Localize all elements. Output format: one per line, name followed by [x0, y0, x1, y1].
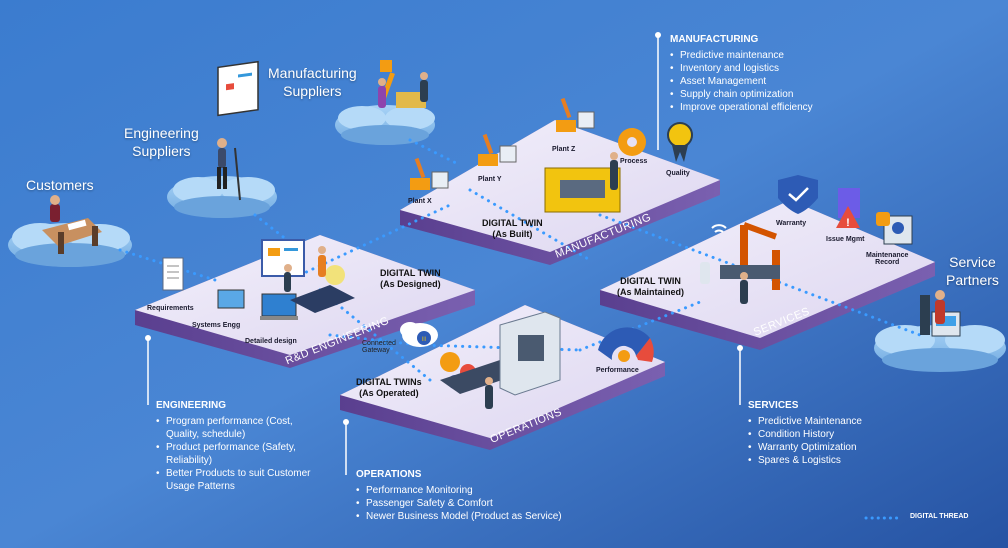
label-plant-z: Plant Z [552, 146, 576, 153]
manufacturing-objects [410, 97, 693, 213]
pointer-dot-manufacturing [655, 32, 661, 38]
label-process: Process [620, 158, 648, 165]
info-title-services: SERVICES [748, 400, 799, 411]
label-engineering-suppliers: Engineering Suppliers [124, 125, 199, 159]
service-robot-arm-icon [700, 222, 780, 304]
label-quality: Quality [666, 170, 690, 177]
systems-engg-screen-icon [217, 289, 245, 309]
info-block-operations: OPERATIONS Performance Monitoring Passen… [356, 468, 586, 523]
list-item: Predictive maintenance [670, 49, 850, 62]
services-objects: ! [700, 175, 913, 304]
list-item: Inventory and logistics [670, 62, 850, 75]
label-plant-x: Plant X [408, 198, 432, 205]
twin-as-maintained: DIGITAL TWIN(As Maintained) [617, 276, 685, 297]
list-item: Supply chain optimization [670, 88, 850, 101]
list-item: Improve operational efficiency [670, 101, 850, 114]
label-plant-y: Plant Y [478, 176, 502, 183]
label-systems-engg: Systems Engg [192, 322, 241, 329]
label-warranty: Warranty [776, 220, 807, 227]
svg-text:ıı: ıı [422, 334, 426, 343]
cloud-service-partners [874, 325, 1006, 372]
list-item: Warranty Optimization [748, 441, 908, 454]
label-issue-mgmt: Issue Mgmt [826, 236, 865, 243]
performance-gauge-icon [598, 327, 654, 362]
design-board-icon [261, 239, 305, 277]
requirements-doc-icon [162, 257, 184, 291]
info-title-manufacturing: MANUFACTURING [670, 34, 759, 45]
legend-digital-thread-label: DIGITAL THREAD [910, 513, 969, 520]
lightbulb-icon [325, 265, 345, 285]
maintenance-record-icon [876, 212, 913, 245]
detailed-design-laptop-icon [261, 293, 297, 317]
cloud-engineering-suppliers [167, 176, 277, 218]
info-title-engineering: ENGINEERING [156, 400, 227, 411]
twin-as-designed: DIGITAL TWIN(As Designed) [380, 268, 441, 289]
list-item: Product performance (Safety, Reliability… [156, 441, 316, 467]
list-item: Better Products to suit Customer Usage P… [156, 467, 316, 493]
quality-badge-icon [667, 122, 693, 162]
pointer-dot-services [737, 345, 743, 351]
customer-person-icon [42, 195, 102, 254]
info-block-services: SERVICES Predictive Maintenance Conditio… [748, 399, 908, 467]
pointer-dot-operations [343, 419, 349, 425]
label-requirements: Requirements [147, 305, 194, 312]
twin-as-operated: DIGITAL TWINs(As Operated) [356, 377, 422, 398]
engineering-supplier-icon [217, 60, 259, 201]
connected-gateway-cloud-icon: ıı [400, 322, 438, 347]
list-item: Program performance (Cost, Quality, sche… [156, 415, 316, 441]
label-detailed-design: Detailed design [245, 338, 297, 345]
kiosk-machine-icon [499, 311, 561, 396]
list-item: Performance Monitoring [356, 484, 586, 497]
wifi-icon [711, 224, 727, 233]
label-performance: Performance [596, 367, 639, 374]
operations-objects: ıı [400, 311, 654, 409]
list-item: Condition History [748, 428, 908, 441]
list-item: Newer Business Model (Product as Service… [356, 510, 586, 523]
label-customers: Customers [26, 177, 94, 193]
info-block-engineering: ENGINEERING Program performance (Cost, Q… [156, 399, 316, 493]
list-item: Spares & Logistics [748, 454, 908, 467]
svg-text:!: ! [846, 217, 850, 229]
plant-y-robot-icon [478, 133, 517, 166]
info-title-operations: OPERATIONS [356, 469, 422, 480]
pointer-lines [147, 35, 741, 475]
list-item: Asset Management [670, 75, 850, 88]
list-item: Predictive Maintenance [748, 415, 908, 428]
process-gear-icon [618, 128, 646, 156]
label-manufacturing-suppliers: Manufacturing Suppliers [268, 65, 357, 99]
list-item: Passenger Safety & Comfort [356, 497, 586, 510]
service-partner-icon [920, 290, 961, 337]
pointer-dot-engineering [145, 335, 151, 341]
info-block-manufacturing: MANUFACTURING Predictive maintenance Inv… [670, 33, 850, 114]
manufacturing-supplier-icon [378, 60, 428, 108]
warranty-shield-icon [778, 175, 818, 214]
plant-x-robot-icon [410, 157, 449, 190]
rnd-objects [162, 239, 355, 320]
cloud-manufacturing-suppliers [335, 105, 435, 145]
plant-z-robot-icon [556, 97, 595, 132]
tablet-icon [290, 285, 355, 313]
label-service-partners: Service Partners [946, 254, 999, 288]
assembly-machine-icon [544, 152, 621, 213]
issue-mgmt-warning-icon: ! [836, 188, 860, 229]
twin-as-built: DIGITAL TWIN(As Built) [482, 218, 543, 239]
